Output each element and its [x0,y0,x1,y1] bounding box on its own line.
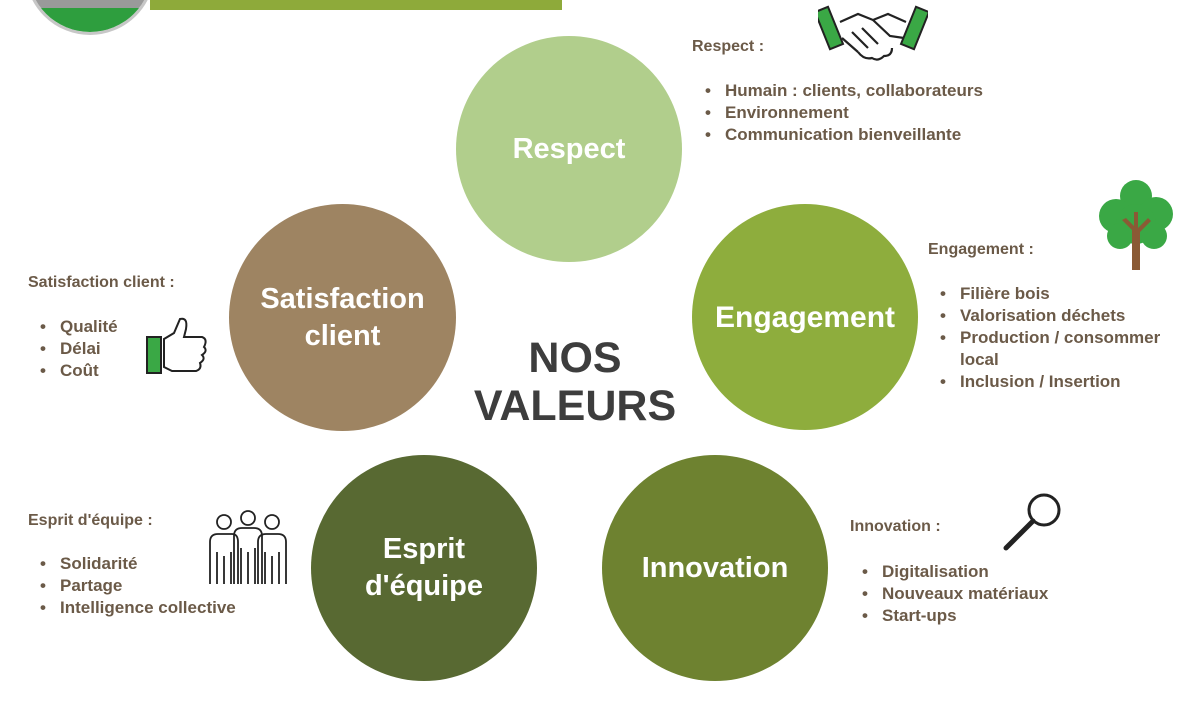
list-item: Délai [40,338,118,360]
list-item: Inclusion / Insertion [940,371,1160,393]
list-item: Valorisation déchets [940,305,1160,327]
respect-list: Humain : clients, collaborateurs Environ… [705,80,983,146]
list-item: Intelligence collective [40,597,236,619]
engagement-heading: Engagement : [928,241,1034,258]
list-item: Coût [40,360,118,382]
team-icon [209,510,287,584]
circle-respect: Respect [456,36,682,262]
circle-esprit-label-1: Esprit [382,533,466,565]
list-item: Digitalisation [862,561,1048,583]
list-item: Communication bienveillante [705,124,983,146]
esprit-heading: Esprit d'équipe : [28,512,153,529]
satisfaction-heading: Satisfaction client : [28,274,175,291]
innovation-heading: Innovation : [850,518,941,535]
circle-esprit-label-2: d'équipe [364,570,484,602]
circle-respect-label-1: Respect [512,132,626,165]
center-title: NOS VALEURS [455,334,695,430]
list-item: Solidarité [40,553,236,575]
circle-innovation: Innovation [602,455,828,681]
circle-satisfaction: Satisfaction client [229,204,456,431]
magnifier-icon [1003,493,1061,551]
list-item: Filière bois [940,283,1160,305]
logo [25,0,155,35]
circle-satisfaction-label-1: Satisfaction [260,282,425,315]
list-item: Humain : clients, collaborateurs [705,80,983,102]
circle-esprit: Esprit d'équipe [311,455,537,681]
list-item: Partage [40,575,236,597]
circle-satisfaction-label-2: client [304,319,381,352]
list-item: Production / consommer [940,327,1160,349]
tree-icon [1099,180,1173,270]
list-item-continuation: local [960,350,999,369]
list-item: Start-ups [862,605,1048,627]
respect-heading: Respect : [692,38,765,55]
circle-engagement: Engagement [692,204,918,430]
list-item: Environnement [705,102,983,124]
thumbs-up-icon [146,317,207,374]
circle-innovation-label-1: Innovation [641,551,789,584]
center-title-line-1: NOS [528,334,622,382]
list-item: Nouveaux matériaux [862,583,1048,605]
engagement-list: Filière bois Valorisation déchets Produc… [940,283,1160,393]
esprit-list: Solidarité Partage Intelligence collecti… [40,553,236,619]
innovation-list: Digitalisation Nouveaux matériaux Start-… [862,561,1048,627]
satisfaction-list: Qualité Délai Coût [40,316,118,382]
list-item: Qualité [40,316,118,338]
center-title-line-2: VALEURS [473,382,677,430]
handshake-icon [818,5,928,61]
circle-engagement-label-1: Engagement [714,300,896,334]
top-bar [150,0,562,10]
